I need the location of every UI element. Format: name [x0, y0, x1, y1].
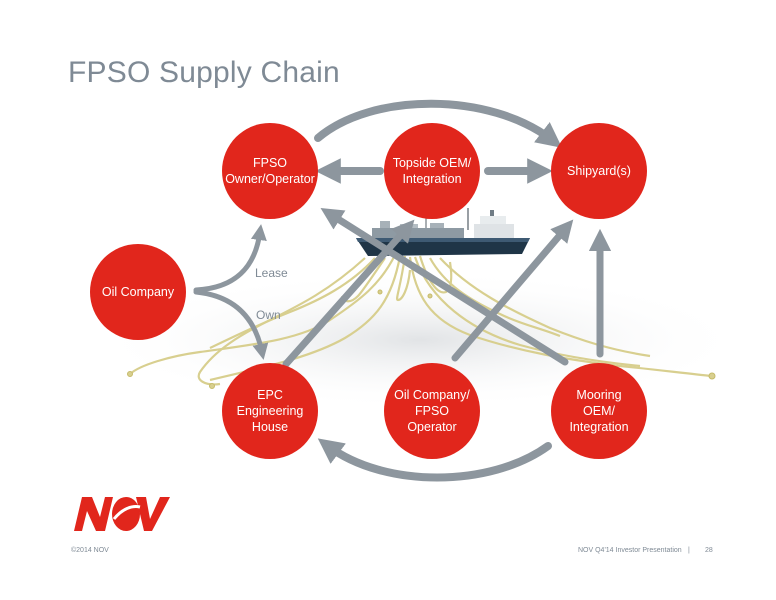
arrow-operator-to-shipyard: [451, 219, 574, 362]
own-label: Own: [256, 308, 281, 322]
node-fpso-owner-operator: FPSO Owner/Operator: [222, 123, 318, 219]
footer-copyright: ©2014 NOV: [71, 547, 109, 554]
node-oil-company-fpso-operator: Oil Company/ FPSO Operator: [384, 363, 480, 459]
nov-logo: [70, 491, 170, 542]
lease-label: Lease: [255, 266, 288, 280]
arrow-fpso-to-shipyard: [314, 99, 563, 148]
node-epc-engineering-house: EPC Engineering House: [222, 363, 318, 459]
node-shipyards: Shipyard(s): [551, 123, 647, 219]
arrow-mooring-to-fpso: [320, 208, 569, 366]
slide-title: FPSO Supply Chain: [68, 56, 340, 89]
arrow-oil-to-fpso-lease: [193, 224, 267, 293]
arrow-oil-to-epc-own: [193, 289, 269, 360]
arrow-mooring-to-epc: [317, 438, 552, 482]
footer-presentation-title: NOV Q4'14 Investor Presentation: [578, 547, 682, 554]
nov-logo-icon: [74, 497, 170, 531]
mooring-lines-illustration: [129, 254, 713, 386]
footer-page-number: 28: [705, 547, 713, 554]
arrows: [193, 99, 612, 482]
node-oil-company: Oil Company: [90, 244, 186, 340]
footer-separator: |: [688, 547, 690, 554]
node-topside-oem: Topside OEM/ Integration: [384, 123, 480, 219]
node-mooring-oem: Mooring OEM/ Integration: [551, 363, 647, 459]
buoys-illustration: [127, 289, 716, 389]
